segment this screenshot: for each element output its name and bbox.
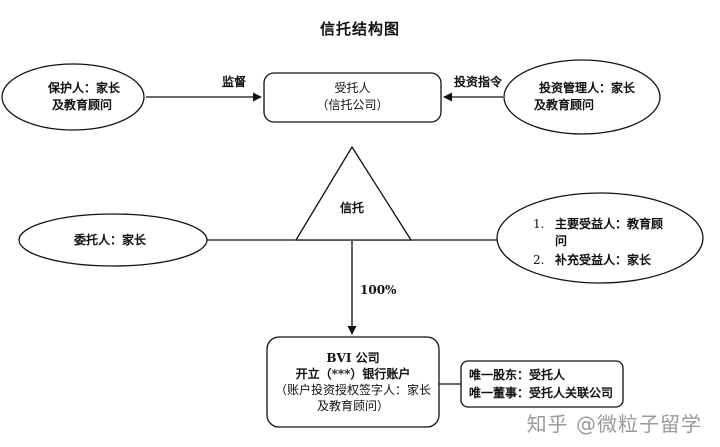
trustee-box	[263, 72, 442, 123]
trustee-line1: 受托人	[334, 81, 371, 95]
beneficiaries-list: 1. 主要受益人：教育顾问 2. 补充受益人：家长	[533, 216, 665, 269]
guardian-ellipse	[1, 63, 145, 131]
guardian-label: 保护人：家长 及教育顾问	[8, 80, 138, 114]
bvi-line3: （账户投资授权签字人：家长	[274, 383, 431, 397]
investment-manager-ellipse	[503, 59, 661, 135]
beneficiary-item: 1. 主要受益人：教育顾问	[533, 216, 665, 250]
bvi-info-line2: 唯一董事：受托人关联公司	[469, 386, 614, 400]
bvi-line1: BVI 公司	[326, 351, 380, 365]
beneficiary-number: 2.	[533, 253, 545, 267]
investment-manager-line1: 投资管理人：家长	[538, 81, 635, 95]
beneficiaries-ellipse	[496, 192, 704, 284]
trust-triangle	[294, 145, 413, 241]
ownership-edge-label: 100%	[360, 283, 397, 297]
trust-label: 信托	[339, 201, 364, 215]
bvi-line4: 及教育顾问）	[316, 399, 389, 413]
settlor-ellipse	[18, 213, 208, 267]
bvi-company-box	[266, 336, 440, 428]
settlor-label: 委托人：家长	[73, 233, 146, 247]
trustee-line2: （信托公司）	[316, 98, 389, 112]
bvi-info-box	[460, 360, 624, 408]
bvi-info-label: 唯一股东：受托人 唯一董事：受托人关联公司	[469, 366, 619, 402]
trustee-label: 受托人 （信托公司）	[264, 80, 441, 114]
invest-instruction-edge-label: 投资指令	[453, 75, 502, 89]
beneficiary-text: 主要受益人：教育顾问	[555, 217, 664, 248]
beneficiary-text: 补充受益人：家长	[555, 253, 652, 267]
beneficiary-number: 1.	[533, 217, 545, 231]
guardian-line1: 保护人：家长	[47, 81, 120, 95]
bvi-company-label: BVI 公司 开立（***）银行账户 （账户投资授权签字人：家长 及教育顾问）	[267, 350, 439, 414]
investment-manager-line2: 及教育顾问	[534, 98, 595, 112]
guardian-line2: 及教育顾问	[52, 98, 113, 112]
bvi-line2: 开立（***）银行账户	[295, 367, 411, 381]
supervise-edge-label: 监督	[221, 75, 246, 89]
beneficiary-item: 2. 补充受益人：家长	[533, 252, 665, 269]
bvi-info-line1: 唯一股东：受托人	[469, 368, 566, 382]
watermark: 知乎 @微粒子留学	[526, 412, 702, 436]
investment-manager-label: 投资管理人：家长 及教育顾问	[506, 80, 656, 114]
diagram-title: 信托结构图	[319, 20, 400, 38]
